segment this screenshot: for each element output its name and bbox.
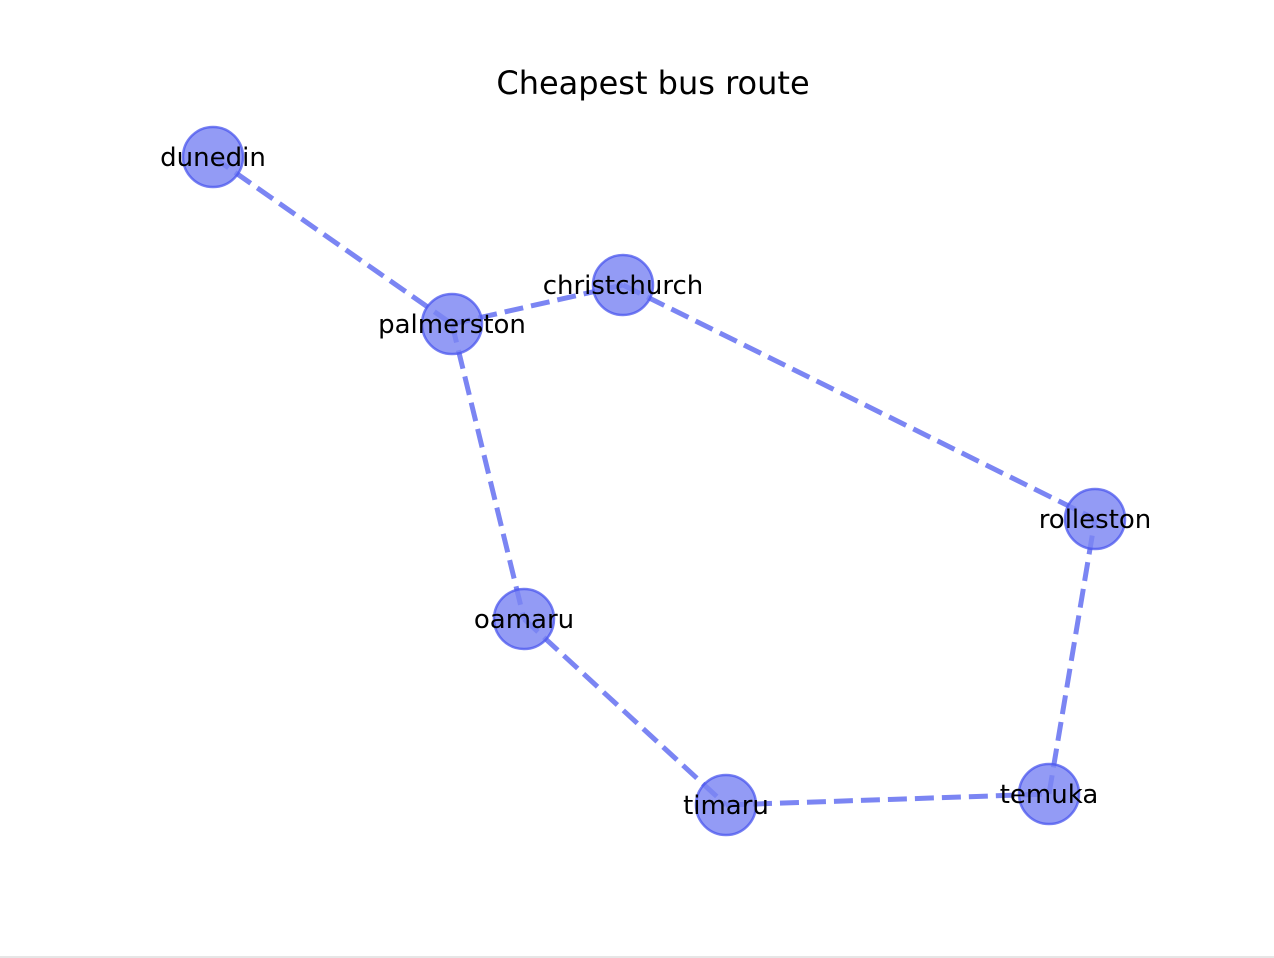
diagram-title: Cheapest bus route bbox=[496, 64, 809, 102]
node-label-rolleston: rolleston bbox=[1039, 505, 1152, 535]
edge-palmerston-oamaru bbox=[449, 323, 527, 620]
node-dunedin bbox=[181, 125, 245, 189]
node-christchurch bbox=[591, 253, 655, 317]
node-timaru bbox=[694, 773, 758, 837]
node-label-temuka: temuka bbox=[1000, 780, 1099, 810]
bottom-divider bbox=[0, 956, 1274, 958]
node-palmerston bbox=[420, 292, 484, 356]
node-label-oamaru: oamaru bbox=[474, 605, 574, 635]
edge-dunedin-palmerston bbox=[211, 154, 454, 327]
node-oamaru bbox=[492, 587, 556, 651]
edge-christchurch-rolleston bbox=[621, 282, 1097, 522]
node-label-timaru: timaru bbox=[683, 791, 769, 821]
node-label-palmerston: palmerston bbox=[378, 310, 526, 340]
node-label-christchurch: christchurch bbox=[543, 271, 704, 301]
node-temuka bbox=[1017, 762, 1081, 826]
edges-layer bbox=[211, 154, 1098, 808]
node-label-dunedin: dunedin bbox=[160, 143, 266, 173]
edge-temuka-rolleston bbox=[1046, 518, 1098, 795]
nodes-layer bbox=[181, 125, 1127, 837]
labels-layer: dunedin palmerston christchurch rolleston oa… bbox=[160, 143, 1152, 821]
edge-oamaru-timaru bbox=[522, 617, 728, 807]
node-rolleston bbox=[1063, 487, 1127, 551]
